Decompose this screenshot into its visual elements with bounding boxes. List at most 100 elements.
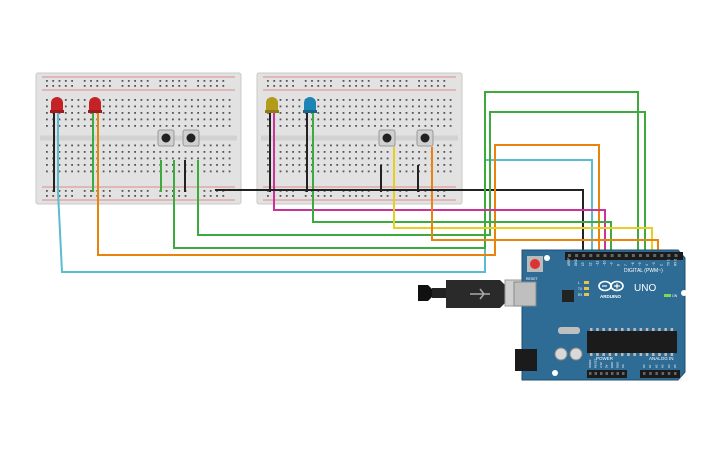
digital-pin-label: ~11 <box>595 261 599 266</box>
capacitor-2 <box>569 347 583 361</box>
digital-pin[interactable] <box>631 254 635 257</box>
power-pin[interactable] <box>616 372 620 375</box>
power-pin[interactable] <box>594 372 598 375</box>
power-header-label: POWER <box>596 356 614 361</box>
digital-pin-label: ~3 <box>652 262 656 266</box>
analog-pin[interactable] <box>655 372 658 375</box>
digital-pin[interactable] <box>653 254 657 257</box>
power-pin-label: GND <box>610 362 614 368</box>
digital-pin-label: GND <box>574 258 578 266</box>
power-pin[interactable] <box>622 372 625 375</box>
power-pin-label: IOREF <box>588 359 592 368</box>
digital-pin-label: ~5 <box>638 262 642 266</box>
digital-pin-label: 13 <box>581 262 585 266</box>
wire-led4-to-arduino[interactable] <box>312 192 612 255</box>
power-pin[interactable] <box>589 372 592 375</box>
power-pin-label: Vin <box>621 364 625 368</box>
analog-header-label: ANALOG IN <box>649 356 674 361</box>
digital-pin[interactable] <box>589 254 593 257</box>
wire-btn2-to-arduino[interactable] <box>197 111 646 255</box>
digital-pin-label: 7 <box>624 264 628 266</box>
analog-pin[interactable] <box>661 372 665 375</box>
digital-header-label: DIGITAL (PWM~) <box>624 268 663 274</box>
brand-label: ARDUINO <box>600 294 621 299</box>
crystal <box>558 327 580 334</box>
led-red-2[interactable] <box>88 97 102 113</box>
analog-pin-label: A0 <box>642 364 646 368</box>
usb-chip <box>562 290 574 302</box>
capacitor-1 <box>554 347 568 361</box>
status-led-label: RX <box>578 293 583 297</box>
analog-pin-label: A1 <box>648 364 652 368</box>
status-led-label: TX <box>578 287 583 291</box>
digital-header-strip[interactable] <box>565 252 683 260</box>
digital-pin[interactable] <box>603 254 607 257</box>
pushbutton-1[interactable] <box>157 129 175 147</box>
digital-pin[interactable] <box>646 254 650 257</box>
analog-pin[interactable] <box>643 372 646 375</box>
wires <box>53 91 659 273</box>
arduino-logo <box>598 280 624 292</box>
analog-header-strip[interactable] <box>640 370 680 378</box>
digital-pin[interactable] <box>610 254 614 257</box>
analog-pin-label: A2 <box>654 364 658 368</box>
digital-pin-label: AREF <box>567 257 571 266</box>
power-jack[interactable] <box>515 349 537 371</box>
status-leds: L TX RX <box>578 281 589 297</box>
breadboard-left[interactable] <box>35 72 242 205</box>
digital-pin-label: TX 1 <box>666 259 670 266</box>
power-pin-label: GND <box>616 362 620 368</box>
digital-pin-label: 12 <box>588 262 592 266</box>
power-pin-label: RESET <box>594 358 598 368</box>
analog-pin[interactable] <box>674 372 677 375</box>
usb-icon <box>470 288 490 300</box>
digital-pin[interactable] <box>568 254 571 257</box>
model-label: UNO <box>634 283 656 294</box>
reset-button[interactable] <box>527 256 543 272</box>
digital-pin-label: RX 0 <box>674 259 678 266</box>
digital-pin-label: ~10 <box>603 260 607 266</box>
power-pin[interactable] <box>600 372 603 375</box>
digital-pin[interactable] <box>660 254 664 257</box>
power-pin[interactable] <box>605 372 609 375</box>
digital-pin[interactable] <box>667 254 671 257</box>
digital-pin-label: 4 <box>645 264 649 266</box>
digital-pin[interactable] <box>617 254 621 257</box>
digital-pin[interactable] <box>596 254 600 257</box>
digital-pin[interactable] <box>624 254 628 257</box>
analog-pin-label: A4 <box>667 364 671 368</box>
pushbutton-3[interactable] <box>378 129 396 147</box>
digital-pin[interactable] <box>582 254 586 257</box>
digital-pin-label: ~6 <box>631 262 635 266</box>
digital-pin-label: 2 <box>659 264 663 266</box>
on-label: ON <box>672 294 678 298</box>
wire-gnd-black[interactable] <box>215 189 584 255</box>
wire-btn3-to-arduino[interactable] <box>393 192 653 255</box>
wire-led2-to-arduino[interactable] <box>97 144 600 256</box>
analog-pin-label: A5 <box>673 364 677 368</box>
power-pin[interactable] <box>611 372 614 375</box>
digital-pin[interactable] <box>575 254 579 257</box>
wire-btn1-to-arduino[interactable] <box>173 91 639 255</box>
digital-pin[interactable] <box>674 254 678 257</box>
analog-pin[interactable] <box>649 372 652 375</box>
pushbutton-2[interactable] <box>182 129 200 147</box>
analog-pin-label: A3 <box>661 364 665 368</box>
led-yellow[interactable] <box>265 97 279 113</box>
reset-label: RESET <box>526 277 539 281</box>
pushbutton-4[interactable] <box>416 129 434 147</box>
led-blue[interactable] <box>303 97 317 113</box>
status-led-label: L <box>578 281 580 285</box>
power-pin-label: 3.3V <box>599 362 603 368</box>
digital-pin-label: ~9 <box>610 262 614 266</box>
analog-pin[interactable] <box>667 372 671 375</box>
led-red-1[interactable] <box>50 97 64 113</box>
digital-pin-label: 8 <box>617 264 621 266</box>
atmega-chip <box>587 331 677 353</box>
wire-btn4-to-arduino[interactable] <box>431 192 659 255</box>
digital-pin[interactable] <box>639 254 642 257</box>
wire-led3-to-arduino[interactable] <box>273 192 606 255</box>
